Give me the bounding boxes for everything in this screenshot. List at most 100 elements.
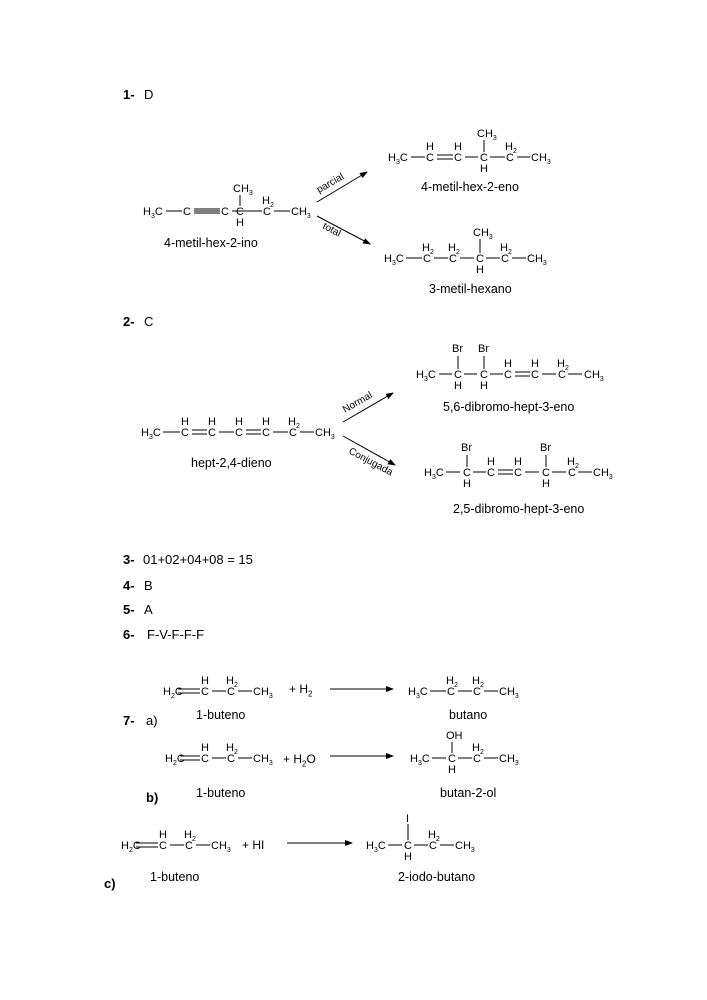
svg-text:H: H: [480, 380, 488, 392]
svg-text:CH3: CH3: [211, 840, 231, 854]
svg-text:CH3: CH3: [253, 753, 273, 767]
q7a-reactant-name: 1-buteno: [196, 708, 246, 722]
svg-text:H2C: H2C: [121, 840, 141, 854]
svg-text:H2: H2: [567, 456, 579, 470]
svg-text:C: C: [514, 467, 522, 479]
svg-text:H: H: [235, 416, 243, 428]
svg-text:C: C: [568, 467, 576, 479]
question-7-number: 7-: [123, 713, 135, 728]
svg-text:C: C: [208, 427, 216, 439]
svg-text:CH3: CH3: [499, 753, 519, 767]
svg-text:CH3: CH3: [291, 206, 311, 220]
svg-text:CH3: CH3: [315, 427, 335, 441]
svg-text:CH3: CH3: [531, 152, 551, 166]
svg-text:C: C: [480, 369, 488, 381]
svg-text:H: H: [262, 416, 270, 428]
svg-text:C: C: [227, 686, 235, 698]
svg-text:H2: H2: [226, 675, 238, 689]
svg-text:C: C: [235, 427, 243, 439]
svg-text:C: C: [476, 253, 484, 265]
question-4-answer: B: [144, 578, 153, 593]
svg-text:Br: Br: [461, 442, 472, 454]
svg-text:H: H: [426, 141, 434, 153]
q7a-reagent: + H2: [289, 682, 313, 699]
svg-text:H2: H2: [472, 675, 484, 689]
svg-text:H2: H2: [262, 195, 274, 209]
svg-text:H2: H2: [472, 742, 484, 756]
svg-text:C: C: [201, 753, 209, 765]
svg-text:C: C: [227, 753, 235, 765]
svg-text:H: H: [181, 416, 189, 428]
q1-product-bottom-name: 3-metil-hexano: [429, 282, 512, 296]
svg-text:CH3: CH3: [233, 183, 253, 197]
svg-text:Br: Br: [452, 343, 463, 355]
svg-text:C: C: [454, 369, 462, 381]
question-7a-letter: a): [146, 713, 158, 728]
question-5-number: 5-: [123, 602, 135, 617]
svg-text:H3C: H3C: [408, 686, 428, 700]
question-7b-letter: b): [146, 790, 159, 805]
svg-text:H: H: [159, 829, 167, 841]
svg-text:H3C: H3C: [141, 427, 161, 441]
q1-product-top-name: 4-metil-hex-2-eno: [421, 180, 519, 194]
svg-text:H: H: [542, 478, 550, 490]
svg-text:H: H: [208, 416, 216, 428]
svg-text:C: C: [183, 206, 191, 218]
svg-text:H2: H2: [557, 358, 569, 372]
q7b-product-name: butan-2-ol: [440, 786, 497, 800]
svg-text:H: H: [487, 456, 495, 468]
q7b-reagent: + H2O: [283, 752, 316, 769]
q1-reactant-name: 4-metil-hex-2-ino: [164, 236, 258, 250]
svg-text:C: C: [201, 686, 209, 698]
svg-text:CH3: CH3: [477, 128, 497, 142]
svg-text:C: C: [473, 686, 481, 698]
svg-text:C: C: [463, 467, 471, 479]
svg-text:CH3: CH3: [584, 369, 604, 383]
svg-text:C: C: [487, 467, 495, 479]
svg-text:OH: OH: [446, 730, 463, 742]
svg-text:C: C: [221, 206, 229, 218]
svg-text:H2C: H2C: [165, 753, 185, 767]
svg-text:C: C: [426, 152, 434, 164]
svg-text:CH3: CH3: [527, 253, 547, 267]
svg-text:H: H: [448, 764, 456, 776]
question-2-answer: C: [144, 314, 154, 329]
svg-text:C: C: [542, 467, 550, 479]
svg-text:C: C: [448, 753, 456, 765]
svg-text:H2: H2: [446, 675, 458, 689]
svg-text:CH3: CH3: [455, 840, 475, 854]
question-2-number: 2-: [123, 314, 135, 329]
q7c-product-name: 2-iodo-butano: [398, 870, 476, 884]
svg-text:H: H: [514, 456, 522, 468]
svg-text:H3C: H3C: [143, 206, 163, 220]
svg-text:I: I: [406, 813, 409, 825]
svg-text:C: C: [185, 840, 193, 852]
svg-text:C: C: [531, 369, 539, 381]
q7c-reactant-name: 1-buteno: [150, 870, 200, 884]
svg-text:C: C: [473, 753, 481, 765]
svg-text:C: C: [181, 427, 189, 439]
svg-text:H3C: H3C: [384, 253, 404, 267]
svg-text:CH3: CH3: [499, 686, 519, 700]
question-1-answer: D: [144, 87, 154, 102]
svg-text:H2: H2: [428, 829, 440, 843]
question-3-number: 3-: [123, 552, 135, 567]
svg-text:H: H: [476, 264, 484, 276]
svg-text:H2: H2: [226, 742, 238, 756]
svg-text:Br: Br: [540, 442, 551, 454]
svg-text:H: H: [454, 141, 462, 153]
question-6-answer: F-V-F-F-F: [147, 627, 205, 642]
svg-text:H: H: [404, 851, 412, 863]
svg-text:C: C: [159, 840, 167, 852]
svg-text:H: H: [236, 217, 244, 229]
svg-text:H: H: [454, 380, 462, 392]
question-1-number: 1-: [123, 87, 135, 102]
svg-text:H2: H2: [422, 242, 434, 256]
svg-text:H: H: [504, 358, 512, 370]
svg-text:C: C: [501, 253, 509, 265]
svg-text:C: C: [423, 253, 431, 265]
svg-text:C: C: [262, 427, 270, 439]
question-5-answer: A: [144, 602, 153, 617]
q2-reactant-name: hept-2,4-dieno: [191, 456, 272, 470]
